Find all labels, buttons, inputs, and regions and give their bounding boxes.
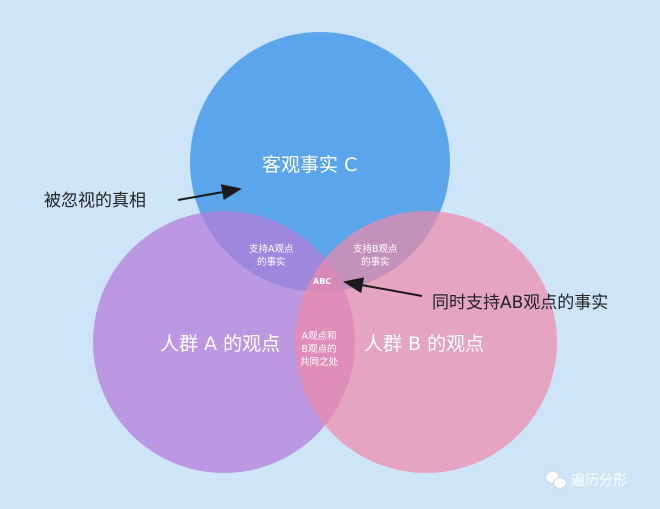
annotation-abc: 同时支持AB观点的事实: [432, 293, 609, 313]
circle-a: [93, 211, 355, 473]
label-bc: 支持B观点 的事实: [353, 244, 398, 268]
annotation-ignored-truth: 被忽视的真相: [44, 191, 146, 211]
wechat-icon: [545, 471, 567, 489]
arrow-abc: [343, 277, 423, 297]
circle-b: [295, 211, 557, 473]
arrow-ignored-truth: [177, 184, 242, 201]
label-abc: ABC: [313, 277, 332, 286]
label-a: 人群 A 的观点: [160, 333, 281, 355]
label-c: 客观事实 C: [262, 154, 358, 176]
watermark: 遍历分形: [545, 470, 627, 490]
label-ac: 支持A观点 的事实: [249, 244, 294, 268]
label-ab: A观点和 B观点的 共同之处: [300, 331, 339, 368]
label-b: 人群 B 的观点: [364, 333, 485, 355]
watermark-text: 遍历分形: [571, 473, 627, 489]
